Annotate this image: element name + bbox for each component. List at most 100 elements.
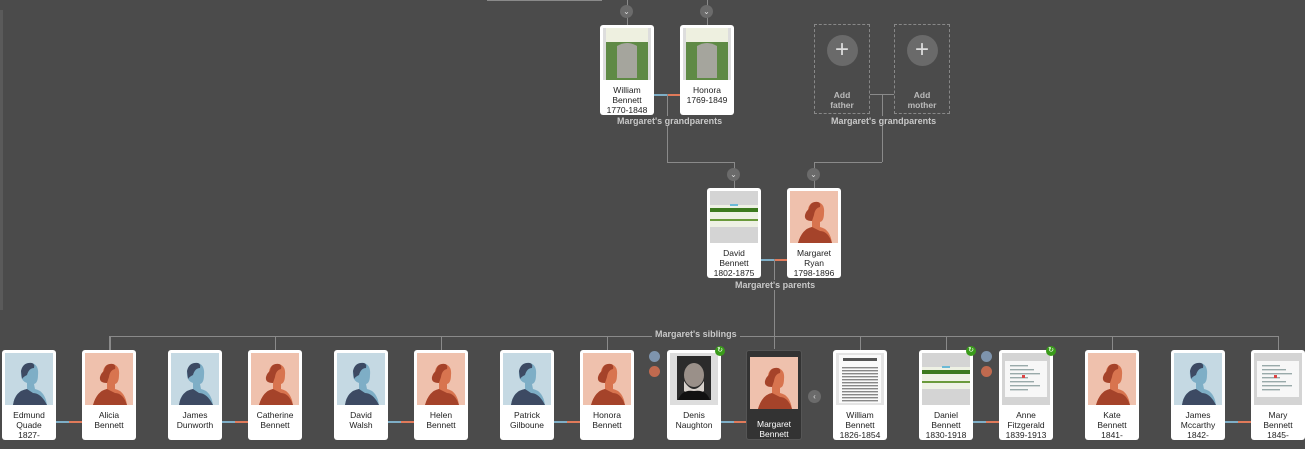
generation-label: Margaret's siblings xyxy=(652,329,740,339)
expand-chevron-icon[interactable]: ⌄ xyxy=(700,5,713,18)
record-hint-icon[interactable]: ↻ xyxy=(966,346,976,356)
person-photo xyxy=(1254,353,1302,405)
connector-line xyxy=(667,162,735,163)
female-avatar-icon xyxy=(85,353,133,405)
person-photo xyxy=(1002,353,1050,405)
female-avatar-icon xyxy=(251,353,299,405)
person-photo xyxy=(710,191,758,243)
document-image xyxy=(1254,353,1302,405)
couple-line xyxy=(733,421,746,423)
connector-line xyxy=(109,336,110,350)
connector-line xyxy=(275,336,276,350)
person-photo xyxy=(337,353,385,405)
parent-switch-icon[interactable] xyxy=(649,366,660,377)
connector-line xyxy=(607,336,608,350)
couple-line xyxy=(986,421,999,423)
generation-label: Margaret's grandparents xyxy=(828,116,940,126)
couple-line xyxy=(401,421,414,423)
connector-line xyxy=(1278,336,1279,350)
record-image xyxy=(710,191,758,243)
connector-line xyxy=(946,336,947,350)
male-avatar-icon xyxy=(503,353,551,405)
document-image xyxy=(1002,353,1050,405)
expand-chevron-icon[interactable]: ⌄ xyxy=(727,168,740,181)
person-photo xyxy=(1088,353,1136,405)
headstone-photo xyxy=(603,28,651,80)
male-avatar-icon xyxy=(1174,353,1222,405)
female-avatar-icon xyxy=(790,191,838,243)
parent-switch-icon[interactable] xyxy=(981,351,992,362)
portrait-photo xyxy=(670,353,718,405)
couple-line xyxy=(567,421,580,423)
connector-line xyxy=(487,0,602,1)
parent-switch-icon[interactable] xyxy=(649,351,660,362)
connector-line xyxy=(667,94,668,162)
expand-chevron-icon[interactable]: ⌄ xyxy=(807,168,820,181)
connector-line xyxy=(441,336,442,350)
person-photo xyxy=(503,353,551,405)
male-avatar-icon xyxy=(337,353,385,405)
person-photo xyxy=(836,353,884,405)
person-photo xyxy=(5,353,53,405)
couple-line xyxy=(1238,421,1251,423)
person-photo xyxy=(251,353,299,405)
couple-line xyxy=(654,94,667,96)
generation-label: Margaret's parents xyxy=(732,280,819,290)
couple-line xyxy=(388,421,401,423)
headstone-photo xyxy=(683,28,731,80)
collapse-chevron-icon[interactable]: ‹ xyxy=(808,390,821,403)
generation-label: Margaret's grandparents xyxy=(614,116,726,126)
couple-line xyxy=(235,421,248,423)
record-hint-icon[interactable]: ↻ xyxy=(715,346,725,356)
record-hint-icon[interactable]: ↻ xyxy=(1046,346,1056,356)
parent-switch-icon[interactable] xyxy=(981,366,992,377)
person-photo xyxy=(1174,353,1222,405)
person-photo xyxy=(417,353,465,405)
plus-icon: + xyxy=(906,35,938,66)
expand-chevron-icon[interactable]: ⌄ xyxy=(620,5,633,18)
record-image xyxy=(922,353,970,405)
couple-line xyxy=(761,259,774,261)
person-photo xyxy=(790,191,838,243)
connector-line xyxy=(774,259,775,349)
person-photo xyxy=(171,353,219,405)
connector-line xyxy=(1112,336,1113,350)
